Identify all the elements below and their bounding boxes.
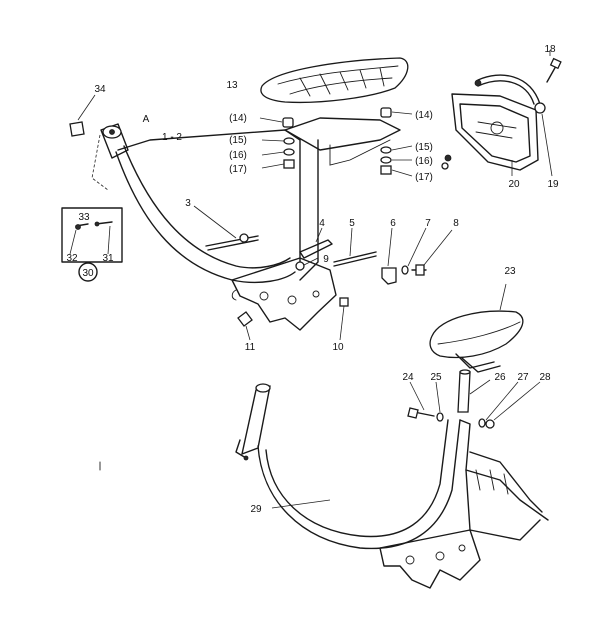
luggage-rack-20 [451, 93, 539, 176]
callout-label: 27 [517, 372, 529, 383]
callout-label: (16) [229, 150, 247, 161]
nut-9 [295, 257, 319, 271]
callout-label: 32 [66, 253, 78, 264]
rod-5 [333, 227, 377, 267]
callout-label: 10 [332, 342, 344, 353]
callout-label: 3 [185, 198, 191, 209]
callout-label: 5 [349, 218, 355, 229]
clip-11 [237, 311, 253, 341]
callout-label: 8 [453, 218, 459, 229]
callout-label: A [143, 114, 150, 125]
callout-label: (14) [229, 113, 247, 124]
callout-label: 34 [94, 84, 106, 95]
callout-label: 29 [250, 504, 262, 515]
callout-label: 11 [245, 342, 256, 353]
clip-6 [381, 227, 397, 285]
strap-19 [474, 74, 553, 177]
seat-13 [260, 57, 409, 104]
callout-label: 4 [319, 218, 325, 229]
callout-label: (14) [415, 110, 433, 121]
kit-box-30 [61, 207, 123, 282]
upper-frame [91, 117, 401, 331]
callout-label: 30 [82, 268, 94, 279]
callout-label: (15) [415, 142, 433, 153]
callout-label: 18 [544, 44, 556, 55]
callout-label: 31 [102, 253, 114, 264]
callout-label: 24 [402, 372, 414, 383]
bolt-18 [546, 50, 562, 83]
callout-label: 26 [494, 372, 506, 383]
part-34-cap [69, 94, 96, 137]
callout-label: (17) [229, 164, 247, 175]
callout-label: 7 [425, 218, 431, 229]
bolt-24 [407, 381, 435, 419]
callout-label: 9 [323, 254, 329, 265]
callout-labels: 34 A 1 - 2 13 (14) (14) (15) (16) (17) (… [66, 44, 559, 515]
callout-label: 33 [78, 212, 90, 223]
seat-23 [429, 283, 524, 373]
callout-label: 19 [547, 179, 559, 190]
bolt-10 [339, 297, 349, 341]
callout-label: 1 - 2 [162, 132, 182, 143]
callout-label: 28 [539, 372, 551, 383]
callout-label: (17) [415, 172, 433, 183]
bushing-stack-right [380, 107, 452, 177]
callout-label: 13 [226, 80, 238, 91]
bolt-8 [411, 229, 453, 276]
callout-label: (16) [415, 156, 433, 167]
washer-25 [435, 381, 444, 422]
bushing-stack-left [259, 117, 295, 169]
nut-28 [485, 381, 541, 429]
callout-label: (15) [229, 135, 247, 146]
washer-27 [478, 381, 519, 428]
rod-3 [193, 205, 259, 251]
bracket-4 [299, 227, 333, 259]
washer-7 [401, 227, 427, 275]
seat-post-26 [457, 369, 491, 413]
callout-label: 25 [430, 372, 442, 383]
callout-label: 23 [504, 266, 516, 277]
callout-label: 6 [390, 218, 396, 229]
lower-frame-29 [235, 383, 549, 589]
callout-label: 20 [508, 179, 520, 190]
